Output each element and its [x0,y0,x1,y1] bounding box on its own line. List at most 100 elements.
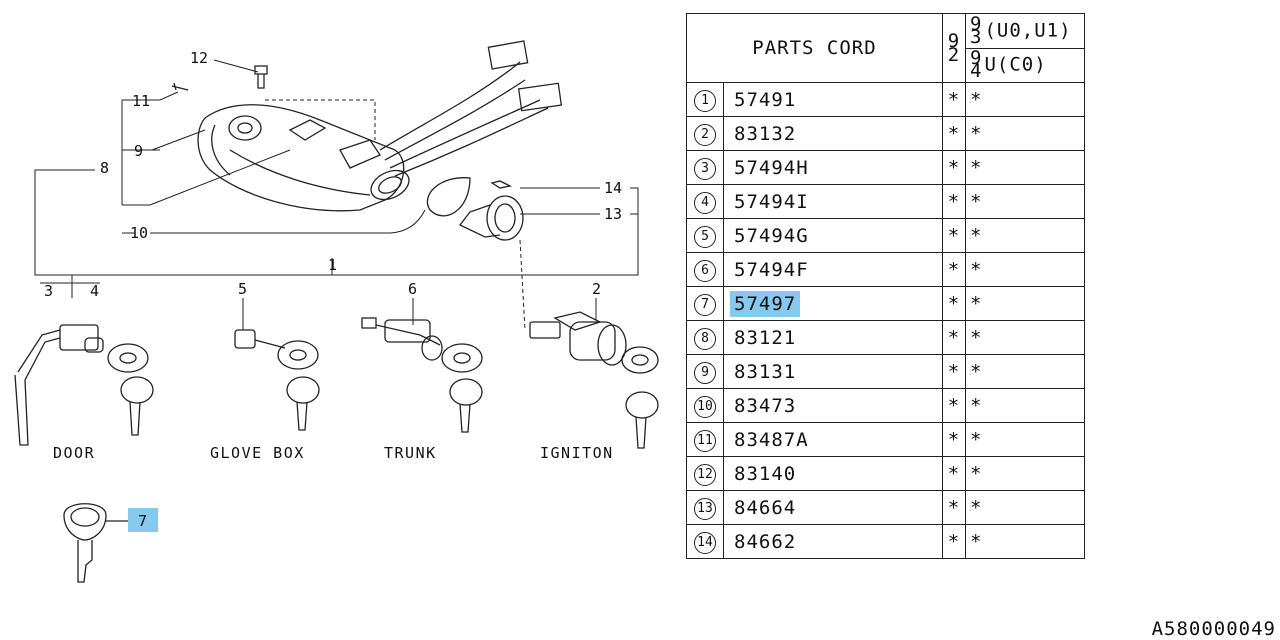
model-col1-mark: * [942,354,966,389]
callout-5: 5 [238,280,247,298]
part-code-cell[interactable]: 57494F [723,252,943,287]
part-code[interactable]: 57494I [734,190,809,213]
header-model-col1: 9 2 [942,13,966,83]
part-code-cell[interactable]: 84664 [723,490,943,525]
bezel-13 [458,195,524,241]
callout-3: 3 [44,282,53,300]
row-number: 13 [694,498,716,520]
callout-11: 11 [132,92,150,110]
part-code-cell[interactable]: 83473 [723,388,943,423]
part-code-cell[interactable]: 83132 [723,116,943,151]
part-code[interactable]: 83140 [734,462,797,485]
part-code[interactable]: 84662 [734,530,797,553]
model-col2-mark: * [965,116,1085,151]
part-code[interactable]: 57497 [730,290,801,317]
wire-loop [426,177,471,217]
part-code-cell[interactable]: 83487A [723,422,943,457]
row-number: 14 [694,532,716,554]
part-code-cell[interactable]: 83140 [723,456,943,491]
part-code-cell[interactable]: 57494G [723,218,943,253]
model-col2-mark: * [965,354,1085,389]
model-col2-mark: * [965,150,1085,185]
row-number-cell: 4 [686,184,724,219]
part-code[interactable]: 83131 [734,360,797,383]
part-code[interactable]: 57494F [734,258,809,281]
part-code[interactable]: 83121 [734,326,797,349]
header-col2b-digit-1: 9 [970,47,983,70]
bolt-12 [254,65,268,89]
model-col1-mark: * [942,524,966,559]
model-col2-mark: * [965,524,1085,559]
model-col1-mark: * [942,286,966,321]
row-number: 4 [694,192,716,214]
model-col2-mark: * [965,320,1085,355]
label-glove-box: GLOVE BOX [210,444,305,462]
row-number: 2 [694,124,716,146]
part-code[interactable]: 84664 [734,496,797,519]
model-col2-mark: * [965,490,1085,525]
model-col2-mark: * [965,82,1085,117]
row-number-cell: 2 [686,116,724,151]
callout-13: 13 [604,205,622,223]
model-col1-mark: * [942,422,966,457]
key-7 [63,503,130,583]
part-code-cell[interactable]: 83121 [723,320,943,355]
part-code[interactable]: 57494H [734,156,809,179]
row-number: 12 [694,464,716,486]
row-number-cell: 3 [686,150,724,185]
header-col2b-text: U(C0) [984,53,1047,76]
header-col2a-text: (U0,U1) [984,19,1072,42]
model-col1-mark: * [942,388,966,423]
row-number: 3 [694,158,716,180]
part-code[interactable]: 83473 [734,394,797,417]
row-number: 6 [694,260,716,282]
part-code[interactable]: 57494G [734,224,809,247]
part-code[interactable]: 83132 [734,122,797,145]
row-number: 7 [694,294,716,316]
row-number-cell: 9 [686,354,724,389]
model-col2-mark: * [965,422,1085,457]
row-number-cell: 5 [686,218,724,253]
label-door: DOOR [53,444,95,462]
part-code[interactable]: 83487A [734,428,809,451]
part-code-cell[interactable]: 57494I [723,184,943,219]
row-number-cell: 8 [686,320,724,355]
model-col2-mark: * [965,218,1085,253]
wire-harness [379,40,563,177]
callout-10: 10 [130,224,148,242]
table-row: 13 84664 ** [686,490,1085,525]
steering-lock-body [197,104,410,212]
part-code-cell[interactable]: 57494H [723,150,943,185]
row-number: 8 [694,328,716,350]
part-code[interactable]: 57491 [734,88,797,111]
callout-4: 4 [90,282,99,300]
part-code-cell[interactable]: 57497 [723,286,943,321]
model-col1-mark: * [942,490,966,525]
row-number-cell: 1 [686,82,724,117]
model-col2-mark: * [965,388,1085,423]
model-col1-mark: * [942,456,966,491]
glove-box-lock [234,329,320,431]
model-col1-mark: * [942,184,966,219]
label-ignition: IGNITON [540,444,614,462]
parts-diagram: 12 11 9 8 10 14 13 1 3 4 5 6 2 7 DOOR GL… [14,40,659,583]
ignition-lock [529,311,659,449]
part-code-cell[interactable]: 57491 [723,82,943,117]
callout-8: 8 [100,159,109,177]
trunk-lock [361,317,483,433]
part-code-cell[interactable]: 83131 [723,354,943,389]
part-code-cell[interactable]: 84662 [723,524,943,559]
reference-code: A580000049 [1151,618,1276,640]
row-number: 11 [694,430,716,452]
row-number: 5 [694,226,716,248]
label-trunk: TRUNK [384,444,437,462]
model-col2-mark: * [965,286,1085,321]
row-number-cell: 11 [686,422,724,457]
table-row: 11 83487A ** [686,422,1085,457]
table-row: 7 57497 ** [686,286,1085,321]
